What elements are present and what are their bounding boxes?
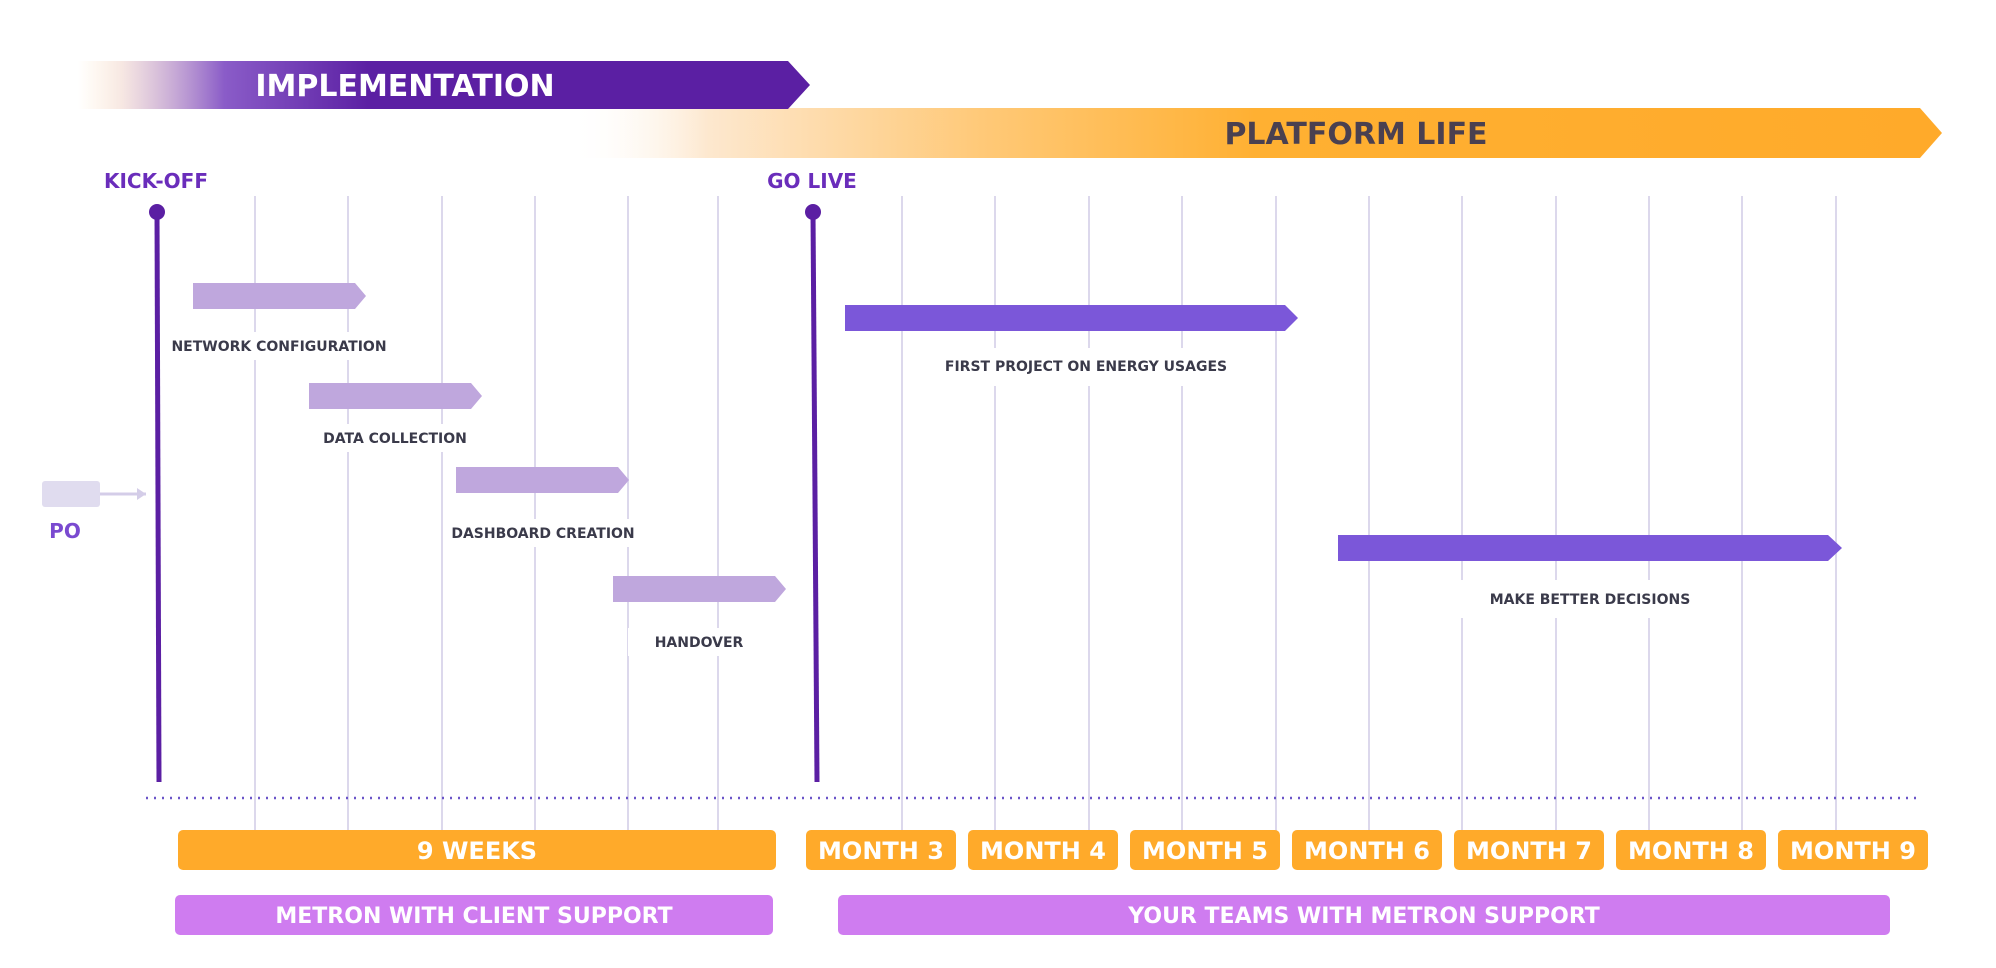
month-label: MONTH 9 xyxy=(1790,837,1916,865)
kickoff-milestone: KICK-OFF xyxy=(104,169,208,783)
month-label: MONTH 4 xyxy=(980,837,1106,865)
task-label: FIRST PROJECT ON ENERGY USAGES xyxy=(945,359,1227,375)
month-pill: MONTH 6 xyxy=(1292,830,1442,870)
implementation-banner: IMPLEMENTATION xyxy=(78,61,810,109)
month-label: MONTH 6 xyxy=(1304,837,1430,865)
timeline-weeks-pill: 9 WEEKS xyxy=(178,830,776,870)
timeline-months: MONTH 3 MONTH 4 MONTH 5 MONTH 6 MONTH 7 … xyxy=(806,830,1928,870)
month-pill: MONTH 4 xyxy=(968,830,1118,870)
golive-label: GO LIVE xyxy=(767,169,857,193)
month-pill: MONTH 8 xyxy=(1616,830,1766,870)
task-handover: HANDOVER xyxy=(613,576,786,656)
task-label: MAKE BETTER DECISIONS xyxy=(1490,592,1691,608)
task-dashboard-creation: DASHBOARD CREATION xyxy=(448,467,638,547)
month-pill: MONTH 9 xyxy=(1778,830,1928,870)
task-label: DASHBOARD CREATION xyxy=(451,526,634,542)
month-pill: MONTH 3 xyxy=(806,830,956,870)
grid-lines xyxy=(254,196,1837,838)
task-make-better-decisions: MAKE BETTER DECISIONS xyxy=(1338,535,1842,618)
po-marker: PO xyxy=(42,481,146,543)
month-label: MONTH 7 xyxy=(1466,837,1592,865)
task-first-project: FIRST PROJECT ON ENERGY USAGES xyxy=(845,305,1298,386)
support-right-label: YOUR TEAMS WITH METRON SUPPORT xyxy=(1127,904,1600,929)
month-pill: MONTH 7 xyxy=(1454,830,1604,870)
month-label: MONTH 5 xyxy=(1142,837,1268,865)
task-label: NETWORK CONFIGURATION xyxy=(171,339,386,355)
support-left-label: METRON WITH CLIENT SUPPORT xyxy=(275,904,672,929)
kickoff-label: KICK-OFF xyxy=(104,169,208,193)
platform-life-banner: PLATFORM LIFE xyxy=(570,108,1942,158)
task-label: HANDOVER xyxy=(655,635,744,651)
month-label: MONTH 3 xyxy=(818,837,944,865)
support-right-pill: YOUR TEAMS WITH METRON SUPPORT xyxy=(838,895,1890,935)
task-label: DATA COLLECTION xyxy=(323,431,467,447)
weeks-label: 9 WEEKS xyxy=(417,837,537,865)
task-network-configuration: NETWORK CONFIGURATION xyxy=(170,283,394,360)
platform-life-title: PLATFORM LIFE xyxy=(1224,117,1487,152)
support-left-pill: METRON WITH CLIENT SUPPORT xyxy=(175,895,773,935)
po-label: PO xyxy=(49,519,81,543)
month-pill: MONTH 5 xyxy=(1130,830,1280,870)
month-label: MONTH 8 xyxy=(1628,837,1754,865)
golive-milestone: GO LIVE xyxy=(767,169,857,783)
task-data-collection: DATA COLLECTION xyxy=(309,383,482,452)
implementation-title: IMPLEMENTATION xyxy=(255,69,554,104)
